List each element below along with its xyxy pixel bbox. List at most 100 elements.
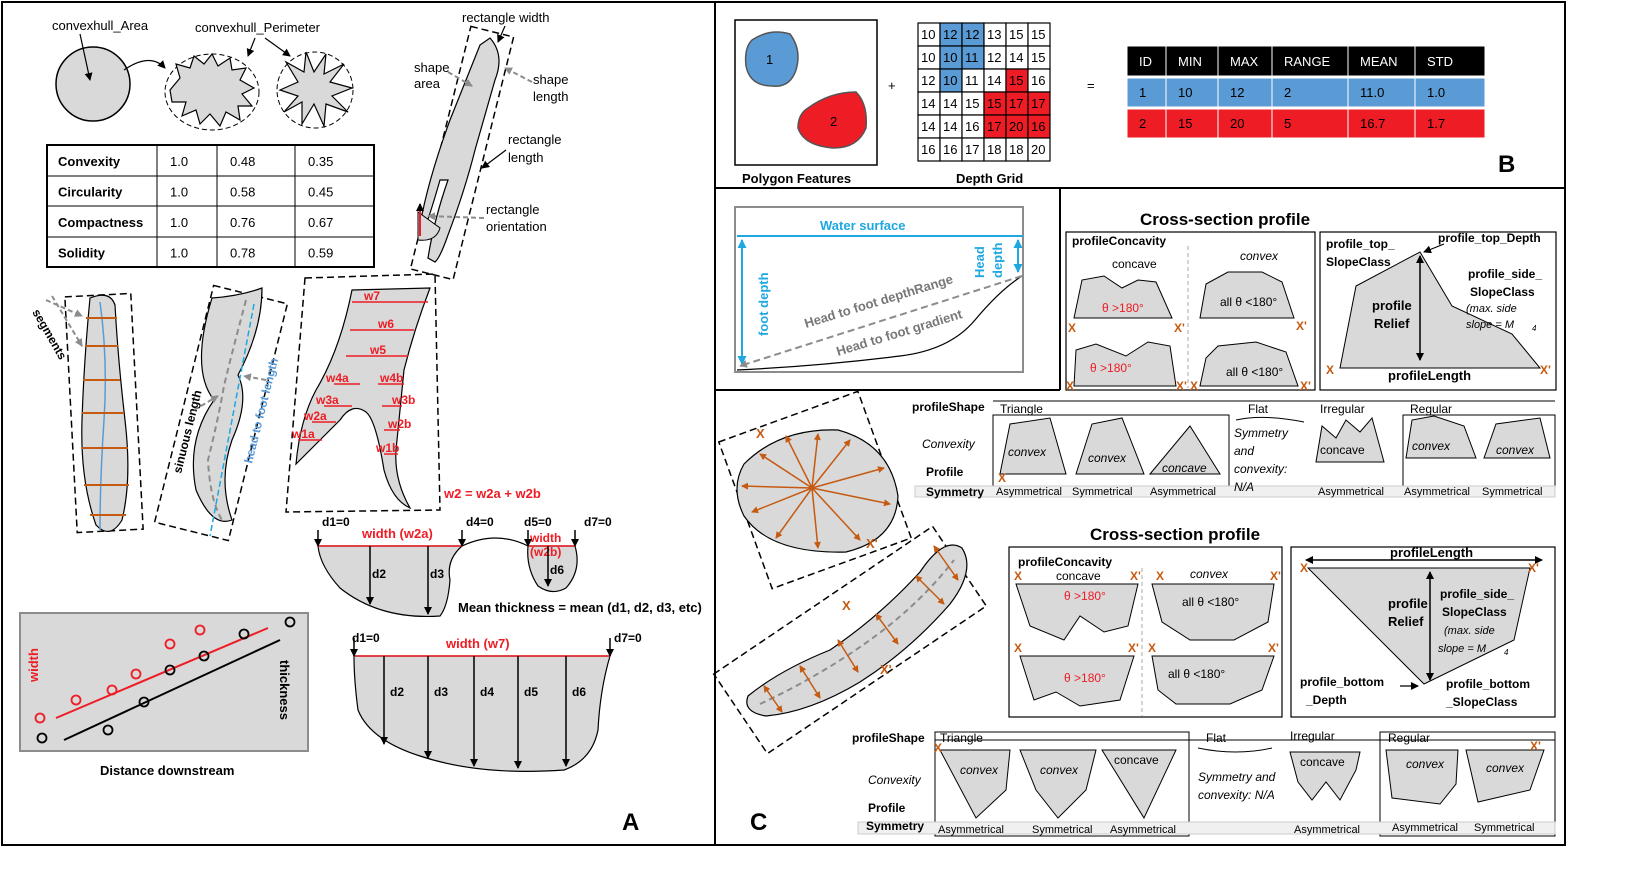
depth-zero-label: d7=0 (584, 515, 612, 529)
convexity-bottom: Convexity (868, 773, 922, 787)
segments-centerline (99, 301, 107, 531)
profile-label-top: Profile (926, 465, 964, 479)
shape-bottom-texts: convex convex convex convex (960, 757, 1525, 777)
relief-shape-top (1339, 251, 1542, 369)
xp-plan: X' (880, 662, 892, 677)
grid-value: 11 (965, 50, 979, 65)
table-cell: 2 (1139, 116, 1146, 131)
svg-text:concave: concave (1162, 461, 1207, 475)
profile-top-depth: profile_top_Depth (1438, 231, 1541, 245)
radial-arrow (775, 487, 813, 539)
depth-zero-label: d4=0 (466, 515, 494, 529)
irregular-concave-top: concave (1320, 443, 1365, 457)
concave-down-1 (1015, 583, 1139, 641)
grid-value: 16 (943, 142, 957, 157)
grid-value: 12 (921, 73, 935, 88)
profile-bottom-slope-2: _SlopeClass (1445, 695, 1518, 709)
width-w2b-label-2: (w2b) (530, 545, 561, 559)
svg-text:convex: convex (1040, 763, 1079, 777)
thickness-trend-line (63, 639, 281, 741)
rect-width-arrow (497, 25, 506, 43)
svg-text:Symmetrical: Symmetrical (1474, 822, 1535, 834)
svg-text:X: X (1068, 321, 1076, 335)
area-arrow (79, 33, 93, 81)
rect-orient-label-2: orientation (486, 219, 547, 234)
grid-value: 10 (943, 73, 957, 88)
metric-name: Convexity (58, 154, 121, 169)
oval-shape (736, 429, 899, 553)
na-text-bottom-1: Symmetry and (1198, 770, 1276, 784)
convex-down-2 (1151, 655, 1275, 705)
concavity-box-bottom (1008, 546, 1283, 718)
svg-text:X: X (1014, 569, 1022, 583)
shape-length-label-1: shape (533, 72, 568, 87)
metric-value: 0.59 (308, 246, 333, 261)
metric-name: Circularity (58, 185, 123, 200)
max-side-b1: (max. side (1444, 625, 1495, 637)
metric-name: Solidity (58, 246, 106, 261)
head-depth-label-2: depth (990, 243, 1005, 278)
rect-width-label: rectangle width (462, 10, 549, 25)
flat-top: Flat (1248, 402, 1269, 416)
tri-down-3 (1101, 749, 1177, 820)
bed-profile (736, 275, 1023, 371)
grid-value: 15 (987, 96, 1001, 111)
convex-label-top: convex (1240, 249, 1279, 263)
table-cell-bg (1217, 77, 1273, 108)
convex-up-1 (1199, 271, 1295, 319)
radial-arrow (811, 439, 851, 489)
theta-gt-2: θ >180° (1090, 361, 1132, 375)
panel-c-letter: C (750, 809, 767, 836)
radial-arrow (785, 435, 813, 489)
table-header-cell (1347, 45, 1416, 77)
width-label: w5 (369, 343, 386, 357)
regular-bottom: Regular (1388, 731, 1430, 745)
grid-value: 17 (965, 142, 979, 157)
profile-bottom-depth-2: _Depth (1305, 693, 1347, 707)
profile-length-bottom: profileLength (1390, 545, 1473, 560)
xp-relief-bottom: X' (1528, 561, 1539, 575)
width-label: w1b (375, 441, 399, 455)
table-header: MEAN (1360, 54, 1398, 69)
width-arrow (837, 639, 859, 673)
profile-side-b1: profile_side_ (1440, 587, 1514, 601)
width-axis-label: width (26, 648, 41, 683)
segment-lines (82, 317, 129, 516)
depth-zero-label: d7=0 (614, 631, 642, 645)
theta-lt-2: all θ <180° (1226, 365, 1283, 379)
grid-value: 14 (921, 96, 935, 111)
svg-text:convexity:: convexity: (1234, 462, 1287, 476)
grid-value: 16 (965, 119, 979, 134)
metric-value: 1.0 (170, 185, 188, 200)
svg-text:convex: convex (1406, 757, 1445, 771)
concave-label-bottom: concave (1056, 569, 1101, 583)
convexity-top: Convexity (922, 437, 976, 451)
table-header-cell (1414, 45, 1486, 77)
sinuous-centerline (206, 299, 247, 521)
radial-arrow (811, 466, 885, 489)
profile-bottom-slope-1: profile_bottom (1446, 677, 1530, 691)
svg-text:X': X' (1268, 641, 1279, 655)
width-label: w4a (325, 371, 349, 385)
concave-label-top: concave (1112, 257, 1157, 271)
table-cell: 1.0 (1427, 85, 1445, 100)
svg-text:Asymmetrical: Asymmetrical (1150, 486, 1216, 498)
grid-value: 13 (987, 27, 1001, 42)
concave-up-2 (1073, 341, 1177, 387)
polygon-features-label: Polygon Features (742, 171, 851, 186)
radial-arrow (811, 487, 821, 549)
svg-text:Asymmetrical: Asymmetrical (1318, 486, 1384, 498)
table-cell-bg (1126, 108, 1167, 139)
convexhull-area-label: convexhull_Area (52, 18, 149, 33)
metric-value: 0.35 (308, 154, 333, 169)
profile-relief-bottom-2: Relief (1388, 614, 1424, 629)
grid-value: 16 (921, 142, 935, 157)
panel-b-letter: B (1498, 151, 1515, 178)
shape-area-label-2: area (414, 76, 441, 91)
grid-value: 14 (987, 73, 1001, 88)
svg-text:convex: convex (1496, 443, 1535, 457)
rect-orient-label-1: rectangle (486, 202, 539, 217)
elongated-plan-shape (746, 544, 968, 717)
depth-zero-label: d1=0 (322, 515, 350, 529)
